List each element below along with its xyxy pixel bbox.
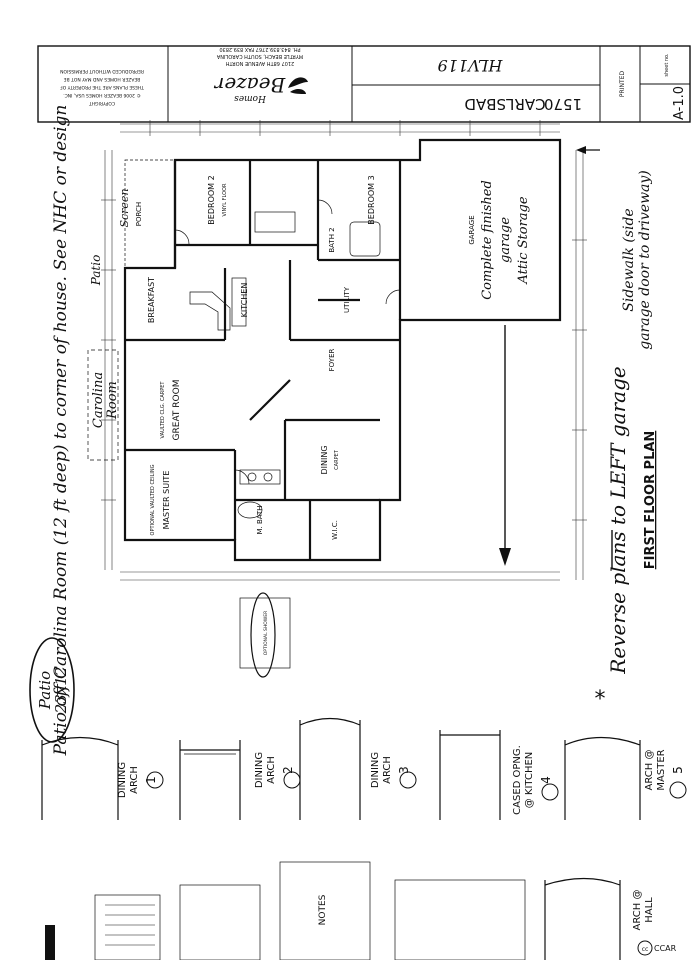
reverse-plans-note: Reverse plans to LEFT garage (606, 366, 630, 674)
carolina-room-line2: Room (105, 381, 120, 420)
room-note: VINYL FLOOR (222, 183, 228, 216)
patio-size-line2: 23x12 (52, 667, 70, 715)
detail-number: 4 (539, 776, 553, 784)
company-name: Beazer (213, 73, 286, 97)
detail-number: 2 (281, 766, 295, 774)
first-floor-plan-title: FIRST FLOOR PLAN (643, 431, 658, 570)
detail-title: HALL (644, 897, 655, 923)
sidewalk-note-1: Sidewalk (side (621, 208, 637, 311)
plan-name: CARLSBAD (464, 95, 545, 113)
handwritten-code: HLV119 (438, 56, 504, 75)
handwritten-annotations: Patio off Carolina Room (12 ft deep) to … (29, 105, 658, 757)
detail-title: MASTER (656, 749, 667, 790)
detail-title: ARCH @ (644, 750, 655, 791)
sheet-label: sheet no. (664, 53, 670, 77)
detail-title: DINING (117, 762, 128, 798)
title-block: COPYRIGHT © 2006 BEAZER HOMES USA, INC. … (37, 45, 691, 123)
plan-number: 1570 (544, 95, 582, 113)
copyright-notice: COPYRIGHT © 2006 BEAZER HOMES USA, INC. … (60, 68, 145, 106)
room-note: CARPET (334, 449, 340, 470)
detail-title: DINING (370, 752, 381, 788)
company-address: 2107 68TH AVENUE NORTH (226, 60, 295, 66)
room-label: GREAT ROOM (172, 380, 182, 441)
room-label: GARAGE (468, 215, 476, 244)
detail-title: CASED OPNG. (512, 745, 523, 815)
garage-note-3: Attic Storage (516, 196, 531, 284)
detail-title: @ KITCHEN (524, 752, 535, 809)
asterisk-mark: * (595, 687, 606, 712)
room-note: OPTIONAL VAULTED CEILING (150, 464, 156, 535)
copyright-line: REPRODUCED WITHOUT PERMISSION (60, 68, 144, 74)
first-floor-plan: BEDROOM 2 BEDROOM 3 BREAKFAST KITCHEN BA… (101, 120, 587, 669)
copyright-line: © 2006 BEAZER HOMES USA, INC. (63, 92, 141, 99)
detail-title: ARCH (266, 756, 277, 784)
detail-number: 3 (397, 766, 411, 774)
cc-badge: cc CCAR (637, 940, 677, 956)
room-label: BEDROOM 3 (367, 175, 376, 224)
arch-details: DINING ARCH 1 DINING ARCH 2 DINING ARCH … (41, 717, 687, 960)
room-label: BEDROOM 2 (207, 175, 216, 224)
room-label: M. BATH (256, 505, 264, 534)
room-note: VAULTED CLG. CARPET (160, 381, 166, 439)
leaf-logo-icon (288, 77, 308, 94)
copyright-line: COPYRIGHT (89, 100, 115, 106)
shower-note: OPTIONAL SHOWER (263, 611, 269, 655)
screen-label: Screen (118, 188, 131, 227)
room-label: W.I.C. (331, 520, 339, 540)
patio-label: Patio (89, 255, 103, 287)
company-city: MYRTLE BEACH, SOUTH CAROLINA (216, 53, 303, 59)
detail-title: ARCH @ (632, 890, 643, 931)
company-tagline: Homes (234, 93, 267, 103)
patio-size-line1: Patio (36, 671, 54, 710)
handwritten-note-patio: Patio off Carolina Room (12 ft deep) to … (51, 105, 71, 757)
sheet-number: A-1.0 (672, 86, 687, 120)
cc-label: CCAR (654, 944, 677, 953)
room-label: MASTER SUITE (162, 471, 171, 530)
sidewalk-note-2: garage door to driveway) (637, 170, 653, 350)
carolina-room-line1: Carolina (91, 372, 106, 428)
detail-number: 1 (144, 776, 158, 784)
company-phone: PH. 843.839.2767 FAX 839.2830 (219, 46, 300, 52)
cc-icon: cc (642, 946, 649, 953)
room-label: BREAKFAST (147, 277, 156, 323)
copyright-line: BEAZER HOMES AND MAY NOT BE (64, 76, 141, 82)
plan-notes-partial: NOTES (45, 861, 526, 960)
room-label: BATH 2 (328, 227, 336, 252)
room-label: FOYER (328, 349, 336, 372)
detail-title: ARCH (382, 756, 393, 784)
detail-title: ARCH (129, 766, 140, 794)
room-label: DINING (320, 445, 329, 474)
garage-note-1: Complete finished (480, 180, 495, 300)
garage-note-2: garage (498, 217, 513, 263)
detail-title: DINING (254, 752, 265, 788)
printed-date: PRINTED (619, 71, 626, 98)
room-label: UTILITY (343, 286, 351, 313)
copyright-line: THESE PLANS ARE THE PROPERTY OF (60, 84, 145, 90)
notes-heading: NOTES (318, 894, 328, 925)
room-label: KITCHEN (240, 283, 249, 318)
detail-number: 5 (671, 766, 685, 774)
room-label: PORCH (135, 202, 143, 226)
